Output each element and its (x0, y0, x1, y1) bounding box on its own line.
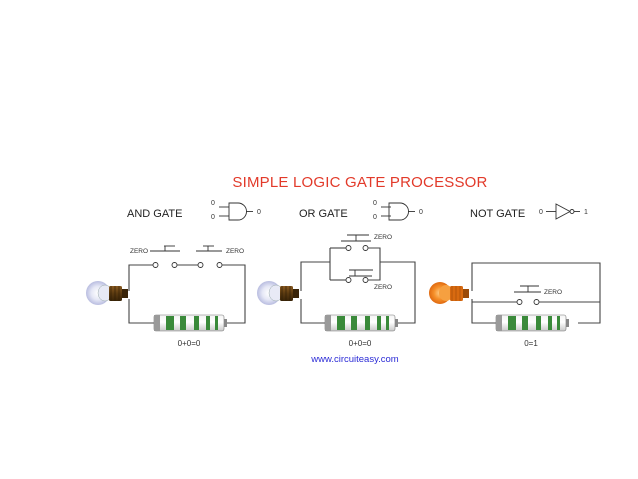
and-gate-section: AND GATE 0 0 0 ZERO ZERO (86, 200, 261, 348)
and-lamp (86, 281, 128, 305)
or-battery (324, 314, 398, 332)
or-switch-bottom[interactable] (349, 269, 373, 277)
or-input-a: 0 (373, 200, 377, 207)
and-gate-label: AND GATE (127, 208, 182, 220)
and-battery (153, 314, 227, 332)
or-lamp (257, 281, 299, 305)
or-equation: 0+0=0 (349, 339, 372, 348)
and-input-a: 0 (211, 200, 215, 207)
and-output: 0 (257, 209, 261, 216)
not-equation: 0=1 (524, 339, 538, 348)
website-link[interactable]: www.circuiteasy.com (310, 354, 399, 365)
and-gate-symbol (219, 202, 253, 221)
not-switch[interactable] (514, 285, 541, 293)
not-lamp (429, 282, 469, 304)
or-gate-section: OR GATE 0 0 0 ZERO ZERO (257, 200, 423, 348)
and-switch-right[interactable] (196, 245, 222, 252)
or-gate-symbol (381, 202, 415, 221)
or-output: 0 (419, 209, 423, 216)
page-title: SIMPLE LOGIC GATE PROCESSOR (232, 174, 487, 191)
or-switch-top[interactable] (341, 234, 371, 242)
not-output: 1 (584, 209, 588, 216)
not-input: 0 (539, 209, 543, 216)
and-switch-left[interactable] (150, 245, 180, 252)
not-gate-symbol (546, 203, 580, 220)
not-battery (495, 314, 569, 332)
not-gate-label: NOT GATE (470, 208, 525, 220)
and-input-b: 0 (211, 214, 215, 221)
or-switch-bottom-label: ZERO (374, 284, 392, 291)
or-input-b: 0 (373, 214, 377, 221)
and-equation: 0+0=0 (178, 339, 201, 348)
and-switch-left-label: ZERO (130, 248, 148, 255)
not-switch-label: ZERO (544, 289, 562, 296)
or-gate-label: OR GATE (299, 208, 348, 220)
not-gate-section: NOT GATE 0 1 ZERO (429, 203, 601, 348)
and-switch-right-label: ZERO (226, 248, 244, 255)
or-switch-top-label: ZERO (374, 234, 392, 241)
